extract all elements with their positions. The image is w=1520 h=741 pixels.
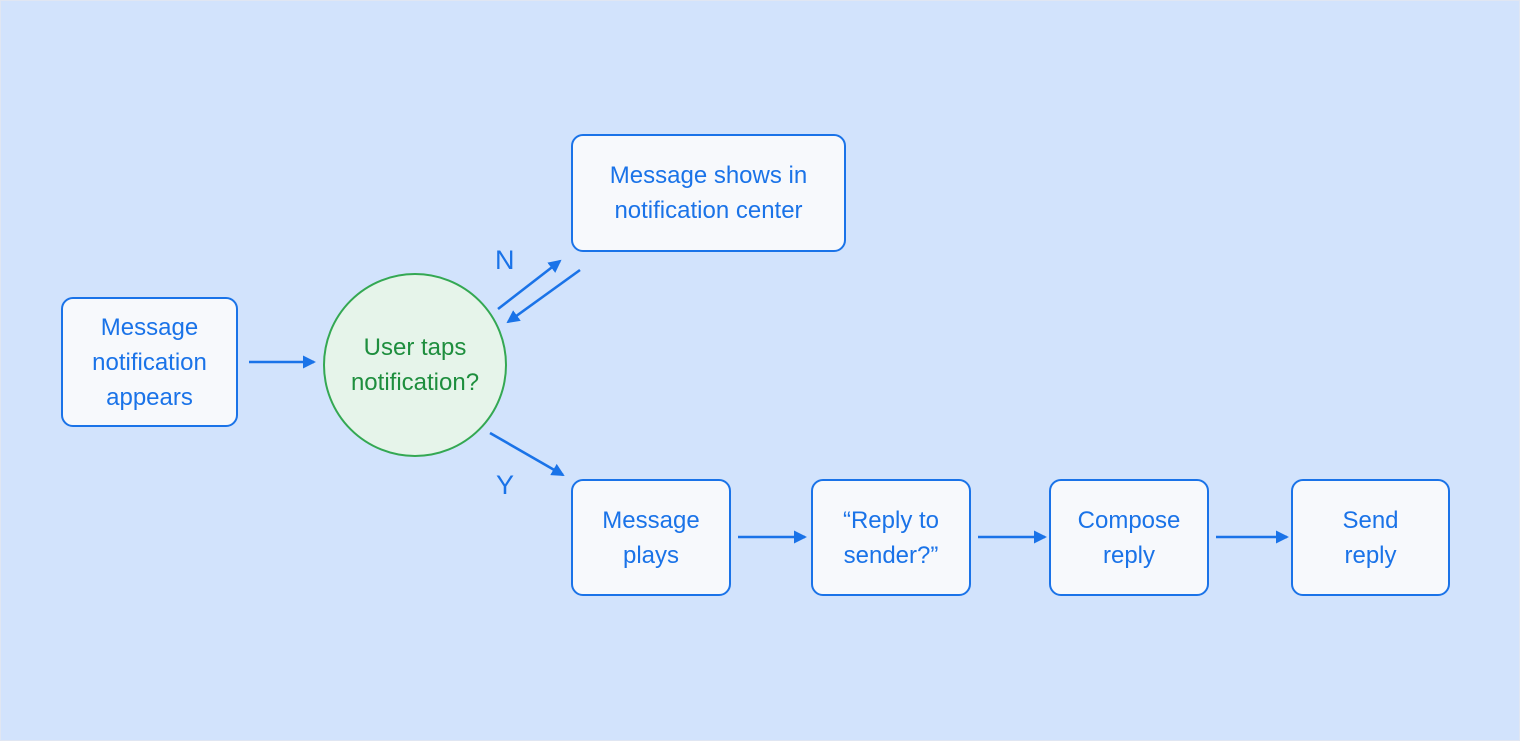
node-label-line: notification? [350, 369, 480, 396]
node-label-line: notification center [614, 197, 803, 224]
node-reply-to-sender-prompt: “Reply to sender?” [811, 479, 971, 596]
node-message-plays: Message plays [571, 479, 731, 596]
node-label-line: appears [106, 383, 193, 411]
node-compose-reply: Compose reply [1049, 479, 1209, 596]
node-label-line: Compose [1077, 506, 1181, 534]
edge-label-no: N [495, 245, 515, 275]
node-label-line: Send [1342, 506, 1399, 534]
edge-decision-to-message-plays [489, 431, 565, 477]
node-send-reply: Send reply [1291, 479, 1450, 596]
node-label-line: sender?” [843, 541, 939, 569]
node-label-line: Message [100, 313, 199, 341]
node-label-line: reply [1344, 541, 1397, 569]
node-label-line: User taps [363, 334, 467, 361]
node-user-taps-notification-decision: User taps notification? [323, 273, 507, 457]
node-label-line: reply [1102, 541, 1156, 569]
node-message-notification-appears: Message notification appears [61, 297, 238, 427]
node-label-line: Message shows in [609, 162, 808, 189]
node-message-shows-in-notification-center: Message shows in notification center [571, 134, 846, 252]
edge-notification-center-to-decision [506, 268, 581, 324]
edge-label-yes: Y [496, 470, 515, 500]
node-label-line: plays [622, 541, 680, 569]
node-label-line: “Reply to [842, 506, 940, 534]
node-label-line: Message [602, 506, 700, 534]
node-label-line: notification [92, 348, 207, 376]
